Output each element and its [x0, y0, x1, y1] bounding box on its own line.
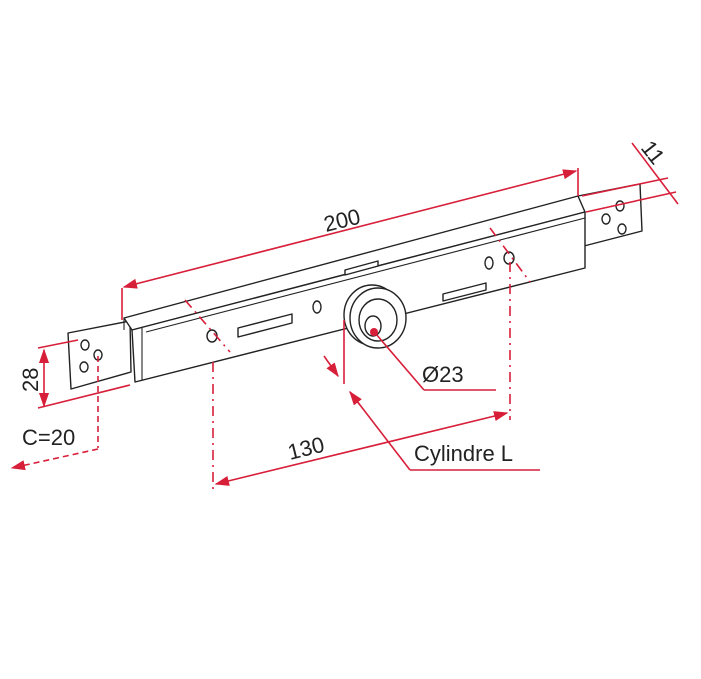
- dimension-c20: C=20: [10, 356, 99, 471]
- dimension-cylinder-length-label: Cylindre L: [414, 441, 513, 466]
- dimension-28: 28: [18, 339, 131, 409]
- right-mounting-plate: [577, 183, 643, 247]
- dimension-diameter: Ø23: [375, 333, 496, 391]
- dimension-200-label: 200: [321, 204, 363, 237]
- dimension-diameter-label: Ø23: [422, 362, 464, 387]
- dimension-c20-label: C=20: [22, 425, 75, 450]
- dimension-cylinder-length: Cylindre L: [323, 320, 540, 471]
- bolt-slot-left: [237, 313, 293, 338]
- dimension-28-label: 28: [18, 368, 43, 392]
- dimension-11-label: 11: [636, 136, 670, 169]
- cylinder: [343, 284, 407, 349]
- dimension-130-label: 130: [285, 432, 327, 465]
